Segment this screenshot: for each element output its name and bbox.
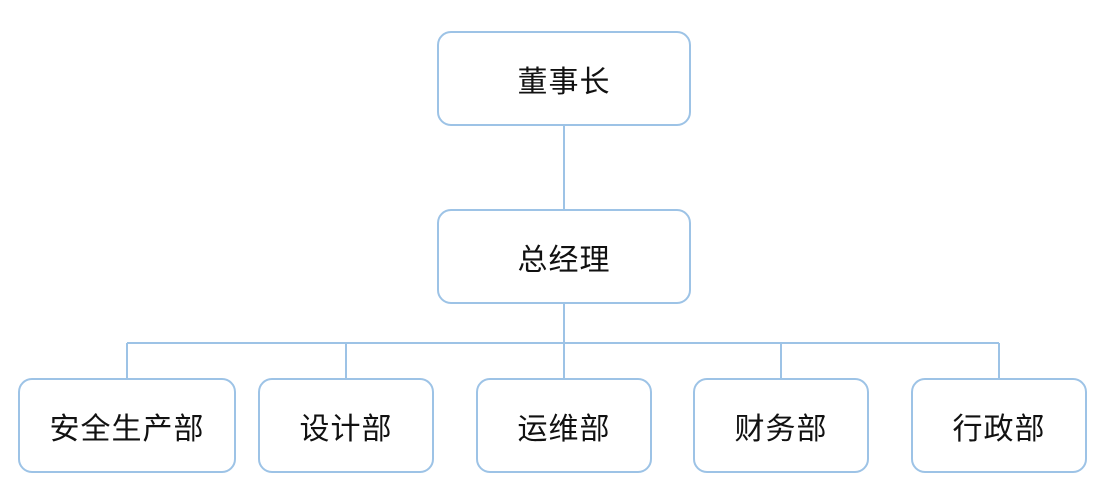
node-dept-label: 行政部 (952, 411, 1046, 447)
node-dept-label: 财务部 (734, 411, 828, 447)
node-dept-administration: 行政部 (911, 378, 1087, 473)
node-chairman-label: 董事长 (517, 64, 611, 100)
node-dept-label: 运维部 (517, 411, 611, 447)
node-chairman: 董事长 (437, 31, 691, 126)
node-dept-design: 设计部 (258, 378, 434, 473)
node-dept-finance: 财务部 (693, 378, 869, 473)
node-general-manager-label: 总经理 (517, 242, 611, 278)
node-dept-operations: 运维部 (476, 378, 652, 473)
node-dept-label: 设计部 (299, 411, 393, 447)
node-dept-safety-production: 安全生产部 (18, 378, 236, 473)
node-dept-label: 安全生产部 (49, 411, 205, 447)
node-general-manager: 总经理 (437, 209, 691, 304)
